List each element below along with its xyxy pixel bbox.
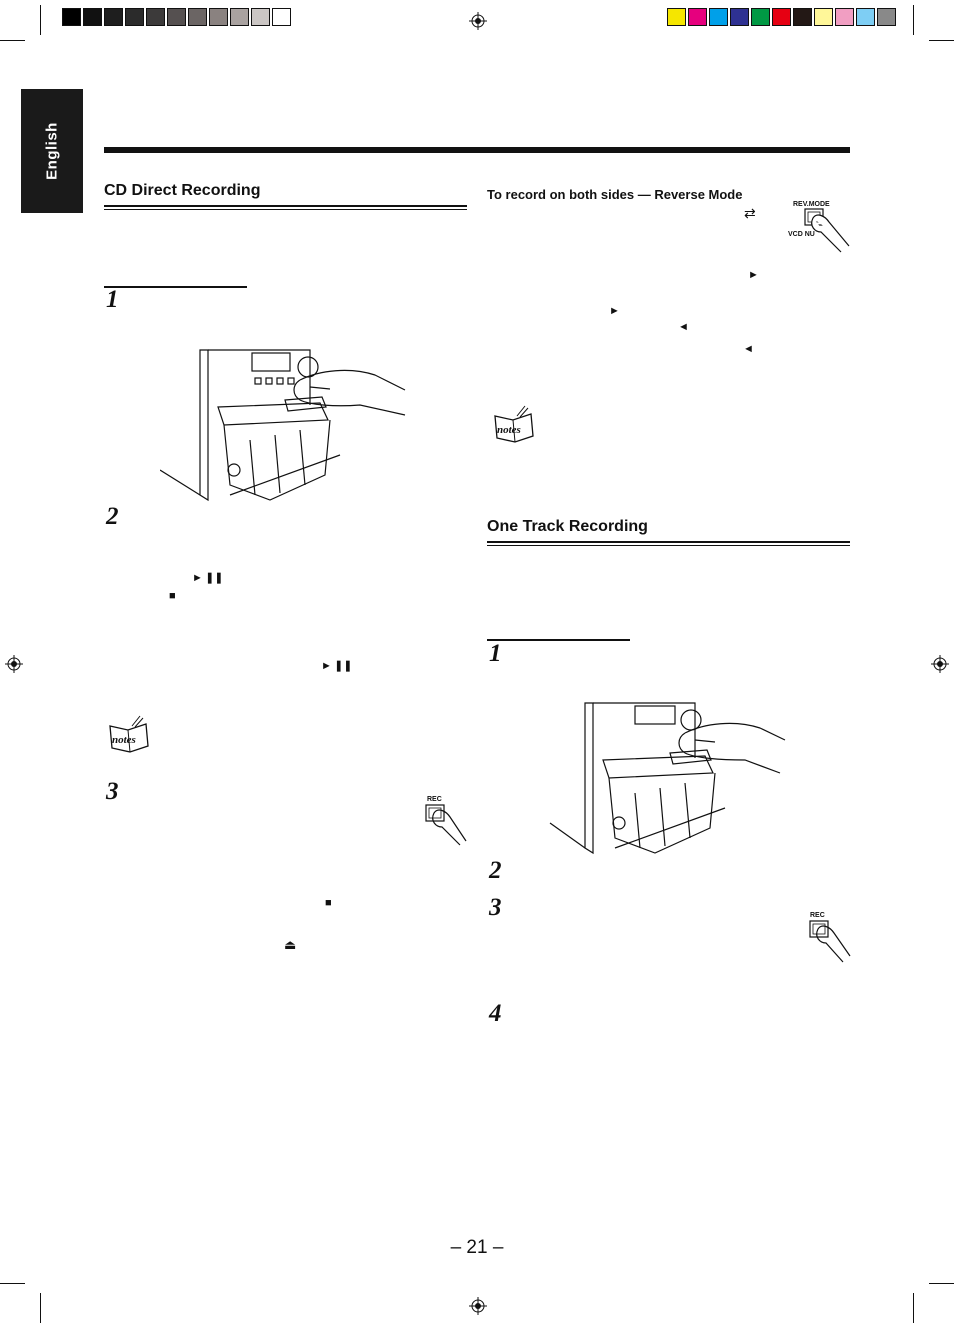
color-swatch [83, 8, 102, 26]
language-tab-label: English [43, 122, 61, 180]
rec-button-icon: REC [809, 912, 851, 963]
rec-button-label: REC [427, 796, 442, 803]
heading-rule [487, 541, 850, 543]
step-number: 4 [489, 1000, 502, 1027]
registration-mark-icon [931, 655, 949, 673]
play-pause-icon: ► ❚❚ [192, 572, 224, 584]
color-swatch [877, 8, 896, 26]
step-number: 3 [106, 778, 119, 805]
heading-rule [104, 209, 467, 210]
step-rule [487, 639, 630, 641]
rev-mode-button-icon: REV.MODE VCD NU [788, 201, 850, 253]
color-swatch [814, 8, 833, 26]
color-swatch [167, 8, 186, 26]
step-number: 1 [489, 640, 502, 667]
stop-icon: ■ [169, 590, 176, 602]
color-swatch [751, 8, 770, 26]
registration-mark-icon [5, 655, 23, 673]
top-rule [104, 147, 850, 153]
color-swatch [772, 8, 791, 26]
notes-icon: notes [494, 405, 534, 443]
color-swatch [835, 8, 854, 26]
rev-mode-button-label: REV.MODE [793, 201, 830, 208]
reverse-mode-icon: ⇄ [744, 205, 756, 221]
color-swatch [146, 8, 165, 26]
cassette-insert-illustration [160, 349, 406, 502]
color-swatch [272, 8, 291, 26]
color-swatch [62, 8, 81, 26]
reverse-mode-heading: To record on both sides — Reverse Mode [487, 187, 743, 202]
color-swatch [188, 8, 207, 26]
cassette-insert-illustration [549, 702, 786, 855]
heading-rule [487, 545, 850, 546]
crop-mark [0, 40, 25, 41]
notes-label: notes [112, 734, 136, 746]
color-swatch [125, 8, 144, 26]
play-pause-icon: ► ❚❚ [321, 660, 353, 672]
color-swatch [856, 8, 875, 26]
crop-mark [913, 1293, 914, 1323]
color-swatch [793, 8, 812, 26]
color-swatch [251, 8, 270, 26]
heading-rule [104, 205, 467, 207]
color-swatch [104, 8, 123, 26]
color-swatch [688, 8, 707, 26]
section-heading-one-track: One Track Recording [487, 518, 648, 535]
color-swatch [730, 8, 749, 26]
registration-mark-icon [469, 12, 487, 30]
notes-icon: notes [109, 715, 149, 753]
color-bar [667, 8, 898, 26]
color-swatch [209, 8, 228, 26]
gray-scale-bar [62, 8, 293, 26]
section-heading-cd-direct: CD Direct Recording [104, 182, 261, 199]
notes-label: notes [497, 424, 521, 436]
rec-button-label: REC [810, 912, 825, 919]
color-swatch [667, 8, 686, 26]
color-swatch [230, 8, 249, 26]
crop-mark [929, 1283, 954, 1284]
crop-mark [40, 5, 41, 35]
step-number: 2 [106, 503, 119, 530]
crop-mark [929, 40, 954, 41]
stop-icon: ■ [325, 897, 332, 909]
page-number: – 21 – [450, 1237, 504, 1258]
eject-icon: ⏏ [284, 937, 297, 952]
crop-mark [913, 5, 914, 35]
rec-button-icon: REC [425, 796, 467, 846]
step-rule [104, 286, 247, 288]
language-tab: English [21, 89, 83, 213]
play-reverse-icon: ◄ [743, 343, 754, 355]
crop-mark [0, 1283, 25, 1284]
registration-mark-icon [469, 1297, 487, 1315]
play-forward-icon: ► [609, 305, 620, 317]
step-number: 2 [489, 857, 502, 884]
step-number: 1 [106, 286, 119, 313]
color-swatch [709, 8, 728, 26]
crop-mark [40, 1293, 41, 1323]
play-forward-icon: ► [748, 269, 759, 281]
play-reverse-icon: ◄ [678, 321, 689, 333]
vcd-button-label: VCD NU [788, 231, 815, 238]
step-number: 3 [489, 894, 502, 921]
